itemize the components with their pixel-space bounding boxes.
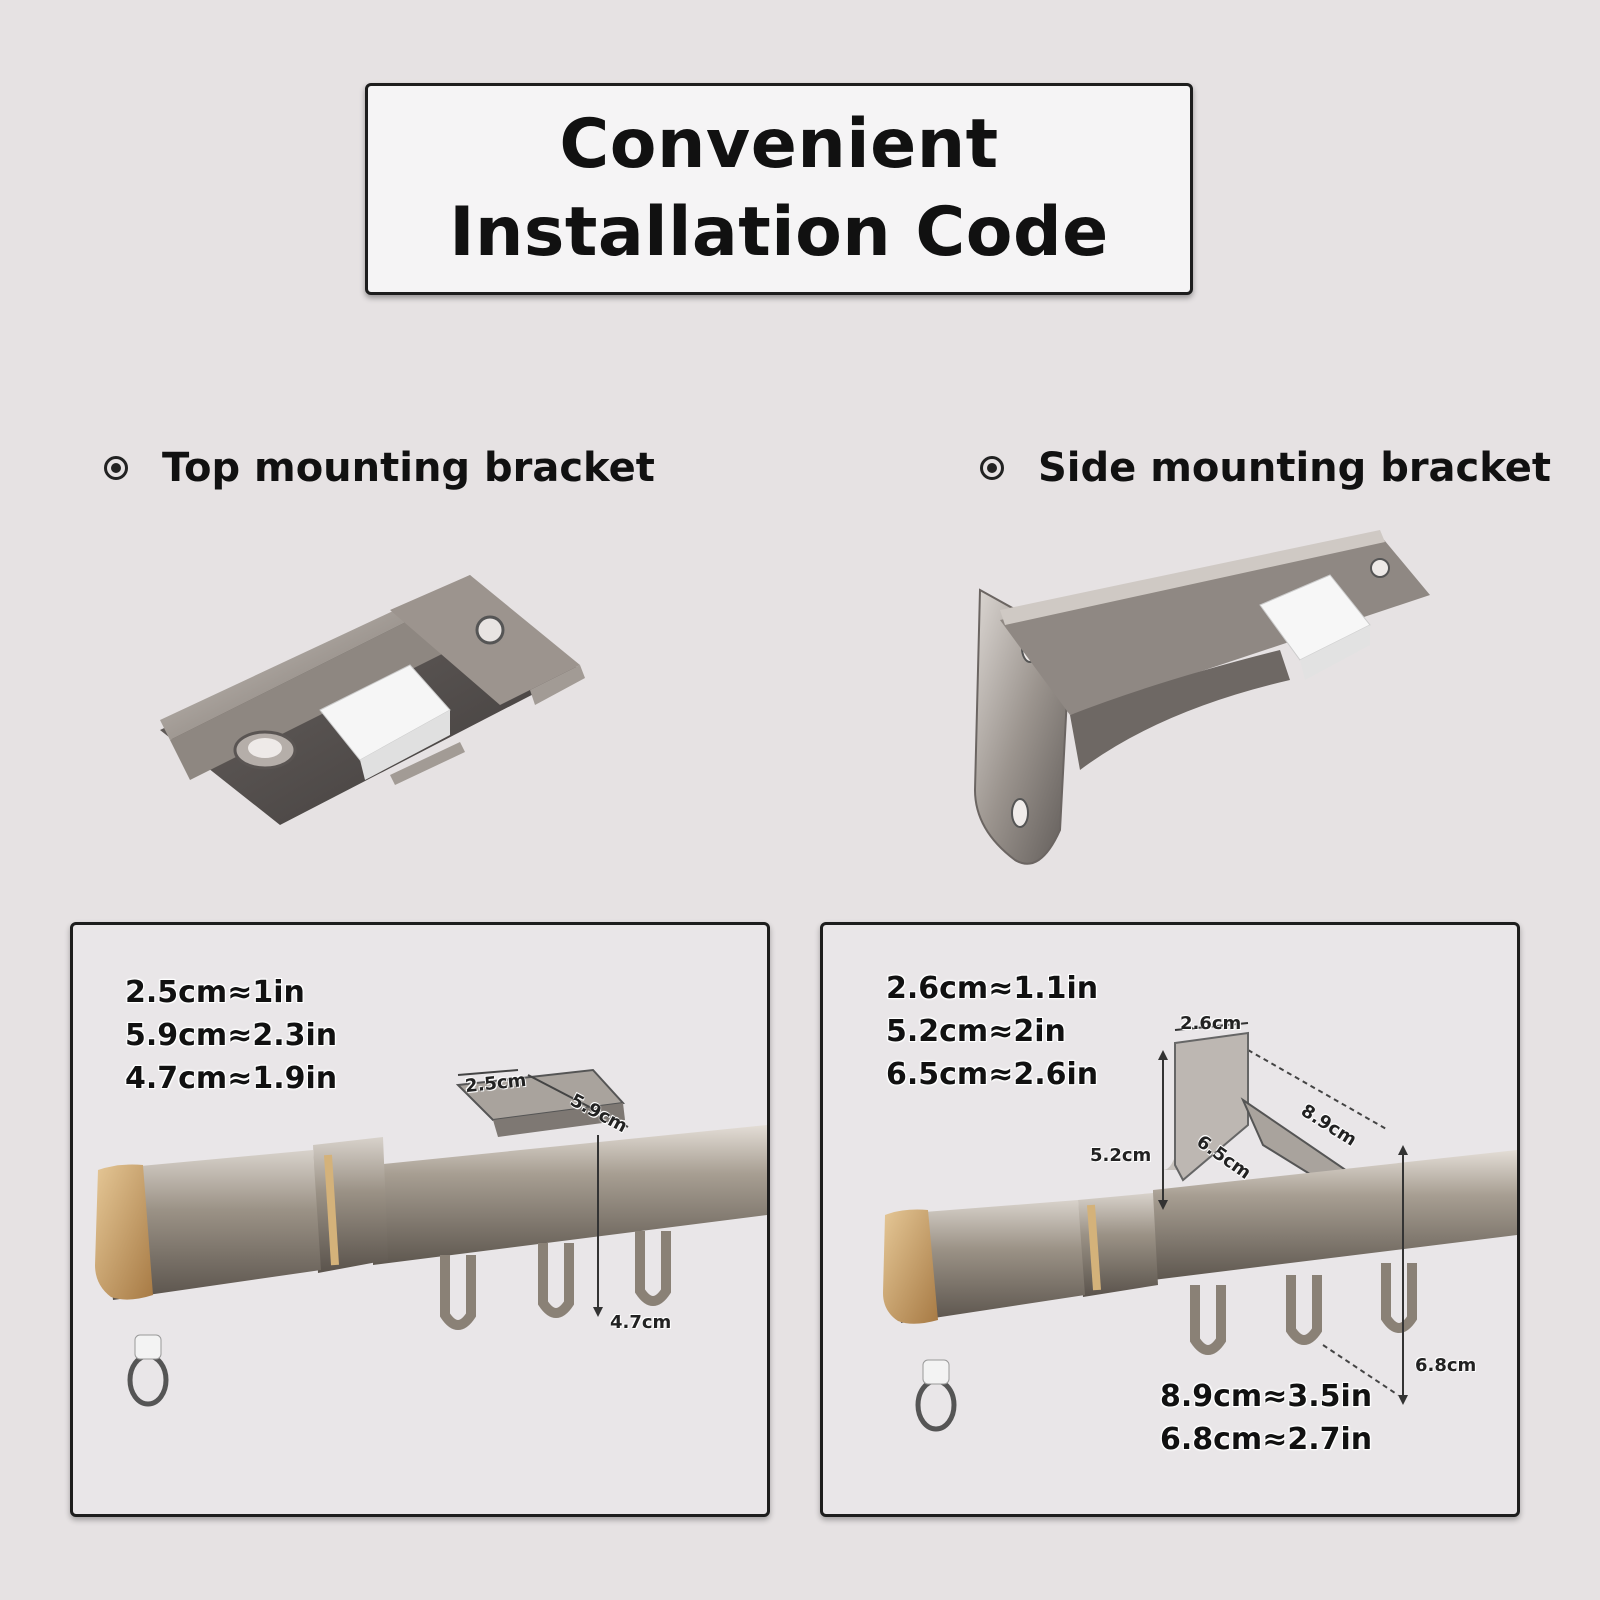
side-bracket-heading-text: Side mounting bracket [1038, 445, 1552, 491]
dimension-height: 5.2cm [1090, 1145, 1152, 1166]
spec-line: 5.9cm≈2.3in [125, 1018, 338, 1053]
radio-bullet-icon [980, 456, 1004, 480]
dimension-width: 2.6cm [1180, 1013, 1242, 1034]
spec-line: 6.8cm≈2.7in [1160, 1422, 1373, 1457]
dimension-drop: 4.7cm [610, 1312, 672, 1333]
side-bracket-rod-illustration [883, 1022, 1517, 1432]
radio-bullet-icon [104, 456, 128, 480]
spec-line: 2.6cm≈1.1in [886, 971, 1099, 1006]
top-bracket-spec-list: 2.5cm≈1in 5.9cm≈2.3in 4.7cm≈1.9in [125, 971, 337, 1100]
top-bracket-heading: Top mounting bracket [104, 445, 655, 491]
side-bracket-spec-list-bottom: 8.9cm≈3.5in 6.8cm≈2.7in [1160, 1375, 1372, 1461]
top-bracket-panel: 2.5cm≈1in 5.9cm≈2.3in 4.7cm≈1.9in 2.5cm … [70, 922, 770, 1517]
dimension-drop: 6.8cm [1415, 1355, 1477, 1376]
spec-line: 6.5cm≈2.6in [886, 1057, 1099, 1092]
spec-line: 5.2cm≈2in [886, 1014, 1066, 1049]
title-line-2: Installation Code [449, 193, 1109, 272]
side-bracket-heading: Side mounting bracket [980, 445, 1551, 491]
top-bracket-image [160, 575, 585, 825]
title-banner: Convenient Installation Code [365, 83, 1193, 295]
side-bracket-panel: 2.6cm≈1.1in 5.2cm≈2in 6.5cm≈2.6in 8.9cm≈… [820, 922, 1520, 1517]
spec-line: 2.5cm≈1in [125, 975, 305, 1010]
top-bracket-rod-illustration [95, 1068, 767, 1407]
side-bracket-image [973, 530, 1430, 865]
title-line-1: Convenient [559, 105, 999, 184]
spec-line: 4.7cm≈1.9in [125, 1061, 338, 1096]
spec-line: 8.9cm≈3.5in [1160, 1379, 1373, 1414]
side-bracket-spec-list: 2.6cm≈1.1in 5.2cm≈2in 6.5cm≈2.6in [886, 967, 1098, 1096]
top-bracket-heading-text: Top mounting bracket [162, 445, 655, 491]
